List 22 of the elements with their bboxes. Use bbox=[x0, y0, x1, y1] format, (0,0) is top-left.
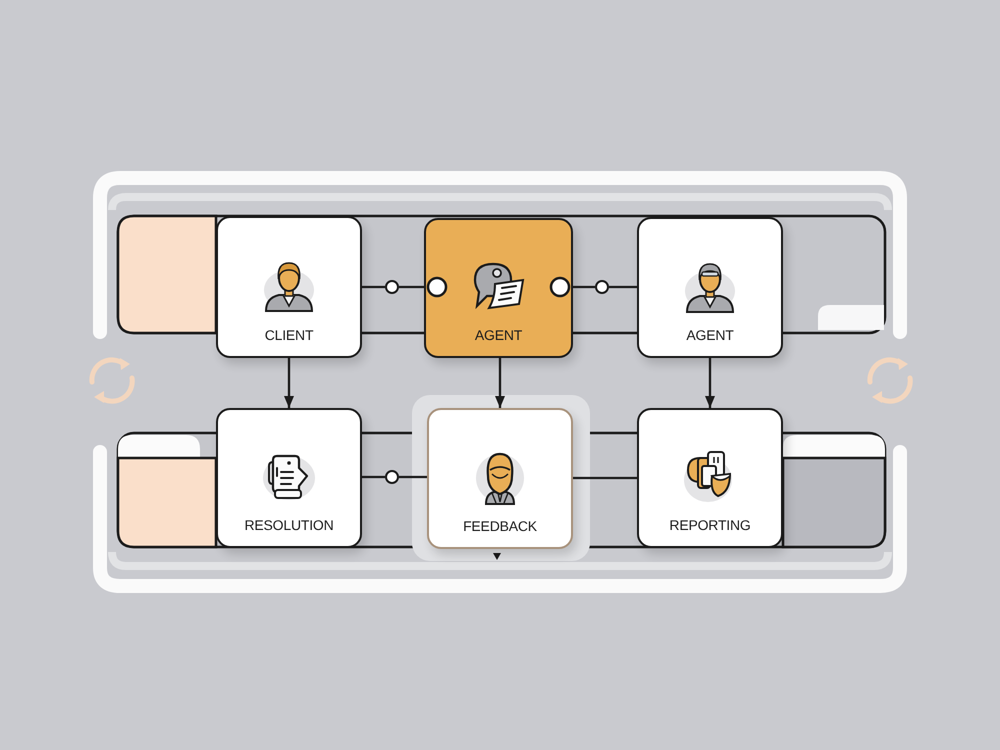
node-label: AGENT bbox=[474, 327, 522, 344]
arrow bbox=[495, 358, 505, 408]
process-card bbox=[637, 217, 783, 358]
connector-line bbox=[399, 276, 448, 298]
connector-line bbox=[609, 286, 637, 288]
highlighted-card bbox=[424, 218, 573, 358]
connector-line bbox=[362, 476, 385, 478]
process-card bbox=[427, 408, 573, 549]
node-label: CLIENT bbox=[264, 327, 314, 344]
process-card bbox=[637, 408, 783, 548]
process-card bbox=[216, 216, 362, 358]
node-label: REPORTING bbox=[669, 517, 751, 534]
node-label: FEEDBACK bbox=[463, 518, 537, 535]
process-card bbox=[216, 408, 362, 548]
arrow bbox=[705, 358, 715, 408]
node-label: AGENT bbox=[686, 327, 734, 344]
arrow bbox=[284, 358, 294, 408]
connector-line bbox=[399, 476, 427, 478]
node-label: RESOLUTION bbox=[244, 517, 334, 534]
connector-line bbox=[573, 476, 637, 480]
connector-line bbox=[550, 276, 595, 298]
connector-line bbox=[362, 286, 385, 288]
